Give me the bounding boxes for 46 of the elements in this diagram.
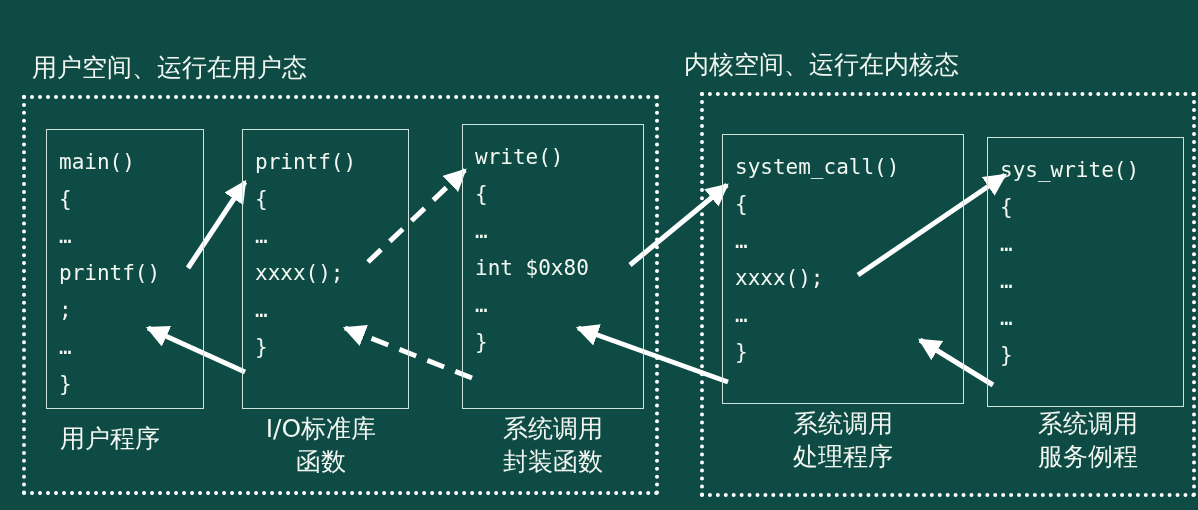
code-line: int $0x80	[475, 255, 589, 282]
box-caption: 用户程序	[59, 423, 161, 455]
box-caption: I/O标准库函数	[265, 413, 377, 478]
code-line: xxxx();	[255, 260, 344, 287]
arrow	[342, 324, 473, 381]
code-line: printf()	[255, 149, 357, 176]
code-line: …	[735, 228, 748, 255]
region-heading: 用户空间、运行在用户态	[32, 52, 307, 84]
code-line: system_call()	[735, 154, 900, 181]
code-line: {	[475, 181, 488, 208]
arrow	[575, 324, 729, 385]
arrow	[366, 168, 467, 264]
code-line: …	[1000, 305, 1013, 332]
region-heading: 内核空间、运行在内核态	[684, 49, 959, 81]
box-caption: 系统调用服务例程	[1037, 408, 1139, 473]
code-line: write()	[475, 144, 564, 171]
code-line: …	[475, 218, 488, 245]
arrow	[856, 172, 1007, 278]
code-line: …	[59, 223, 72, 250]
code-line: ;	[59, 297, 72, 324]
code-line: …	[1000, 268, 1013, 295]
code-line: }	[475, 329, 488, 356]
code-line: {	[735, 191, 748, 218]
code-line: printf()	[59, 260, 161, 287]
code-line: {	[255, 186, 268, 213]
code-line: main()	[59, 149, 135, 176]
arrow	[185, 180, 248, 270]
box-caption: 系统调用处理程序	[792, 408, 894, 473]
arrow	[918, 337, 995, 388]
code-line: }	[1000, 342, 1013, 369]
box-caption: 系统调用封装函数	[502, 413, 604, 478]
code-line: sys_write()	[1000, 157, 1140, 184]
code-line: …	[59, 334, 72, 361]
code-line: …	[255, 223, 268, 250]
arrow	[145, 325, 247, 375]
code-line: …	[1000, 231, 1013, 258]
code-line: {	[59, 186, 72, 213]
code-line: }	[59, 371, 72, 398]
code-line: …	[735, 302, 748, 329]
code-line: }	[255, 334, 268, 361]
code-line: xxxx();	[735, 265, 824, 292]
code-line: …	[255, 297, 268, 324]
code-line: …	[475, 292, 488, 319]
code-line: }	[735, 339, 748, 366]
arrow	[628, 183, 729, 267]
code-line: {	[1000, 194, 1013, 221]
